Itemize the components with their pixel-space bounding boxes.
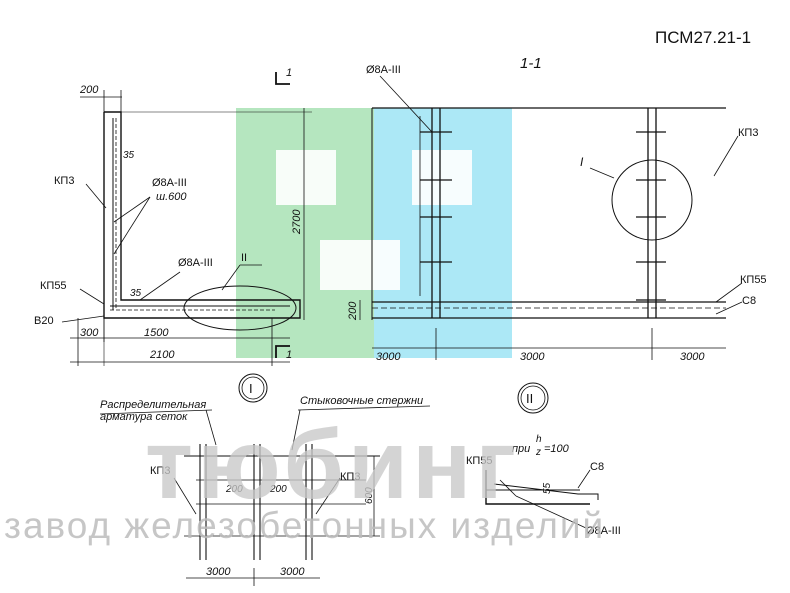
logo-white-notch-3	[412, 150, 472, 205]
dim-2700: 2700	[291, 209, 303, 235]
note-distribution-1: Распределительная	[100, 399, 206, 411]
label-node-ii-left: II	[241, 252, 247, 264]
node-i-number: I	[249, 381, 253, 396]
ratio-prefix: при	[512, 443, 530, 455]
logo-green-block	[236, 108, 374, 358]
dim-3000-b: 3000	[520, 351, 545, 363]
label-kp3-node-left: КП3	[150, 465, 170, 477]
section-title: 1-1	[520, 55, 542, 72]
node-i-labels: I Распределительная арматура сеток Стыко…	[100, 381, 423, 578]
node-ii-number: II	[526, 391, 533, 406]
dim-55-node: 55	[542, 482, 553, 494]
dim-3000-node-a: 3000	[206, 566, 231, 578]
label-rebar-section: Ø8A-III	[366, 64, 401, 76]
label-rebar-left: Ø8A-III	[152, 177, 187, 189]
section-mark-top	[275, 72, 290, 85]
side-view-labels: 200 КП3 Ø8A-III ш.600 35 Ø8A-III II 35 К…	[34, 67, 303, 361]
section-mark-bottom	[275, 345, 290, 358]
node-i-callout	[611, 159, 693, 241]
node-ii-callout	[183, 285, 297, 331]
side-view	[61, 72, 312, 366]
dim-1500: 1500	[144, 327, 169, 339]
label-c8-node: С8	[590, 461, 604, 473]
note-distribution-2: арматура сеток	[100, 411, 188, 423]
dim-2100: 2100	[149, 349, 175, 361]
dim-200-section: 200	[347, 301, 359, 321]
kp3-leader	[85, 183, 107, 209]
dim-35-lower: 35	[130, 288, 142, 299]
label-rebar-node: Ø8A-III	[586, 525, 621, 537]
dim-300: 300	[80, 327, 99, 339]
watermark-title: тюбинг	[145, 409, 521, 519]
dim-600-node: 600	[364, 487, 375, 504]
node-ii-detail	[485, 382, 599, 529]
dim-200-node-b: 200	[269, 484, 287, 495]
label-kp55-node: КП55	[466, 455, 493, 467]
dim-35-upper: 35	[123, 150, 135, 161]
label-b20: В20	[34, 315, 54, 327]
dim-3000-c: 3000	[680, 351, 705, 363]
label-kp55-left: КП55	[40, 280, 67, 292]
label-kp3-left: КП3	[54, 175, 74, 187]
ratio-value: =100	[544, 443, 570, 455]
logo-cyan-block	[374, 108, 512, 358]
logo-white-notch-2	[320, 240, 400, 290]
dim-3000-a: 3000	[376, 351, 401, 363]
label-c8-right: С8	[742, 295, 756, 307]
section-mark-top-number: 1	[286, 67, 292, 79]
label-kp3-node-right: КП3	[340, 471, 360, 483]
dim-200-node-a: 200	[225, 484, 243, 495]
watermark-logo	[236, 108, 512, 358]
section-mark-bottom-number: 1	[286, 349, 292, 361]
watermark-subtitle: завод железобетонных изделий	[4, 505, 606, 546]
label-kp55-right: КП55	[740, 274, 767, 286]
logo-white-notch-1	[276, 150, 336, 205]
section-view-labels: 1-1 Ø8A-III КП3 I КП55 С8 200 3000 3000 …	[347, 55, 767, 363]
dim-200-top: 200	[79, 84, 99, 96]
document-code: ПСМ27.21-1	[655, 28, 752, 47]
label-kp3-right: КП3	[738, 127, 758, 139]
node-i-detail	[99, 373, 431, 586]
section-view	[359, 75, 743, 360]
label-node-i: I	[580, 155, 584, 169]
note-joint-bars: Стыковочные стержни	[300, 395, 423, 407]
ratio-z: z	[535, 447, 541, 458]
node-ii-labels: II при h z =100 КП55 С8 55 Ø8A-III	[466, 391, 621, 537]
label-rebar-step: ш.600	[156, 191, 187, 203]
dim-3000-node-b: 3000	[280, 566, 305, 578]
label-rebar-lower: Ø8A-III	[178, 257, 213, 269]
ratio-h: h	[536, 434, 542, 445]
